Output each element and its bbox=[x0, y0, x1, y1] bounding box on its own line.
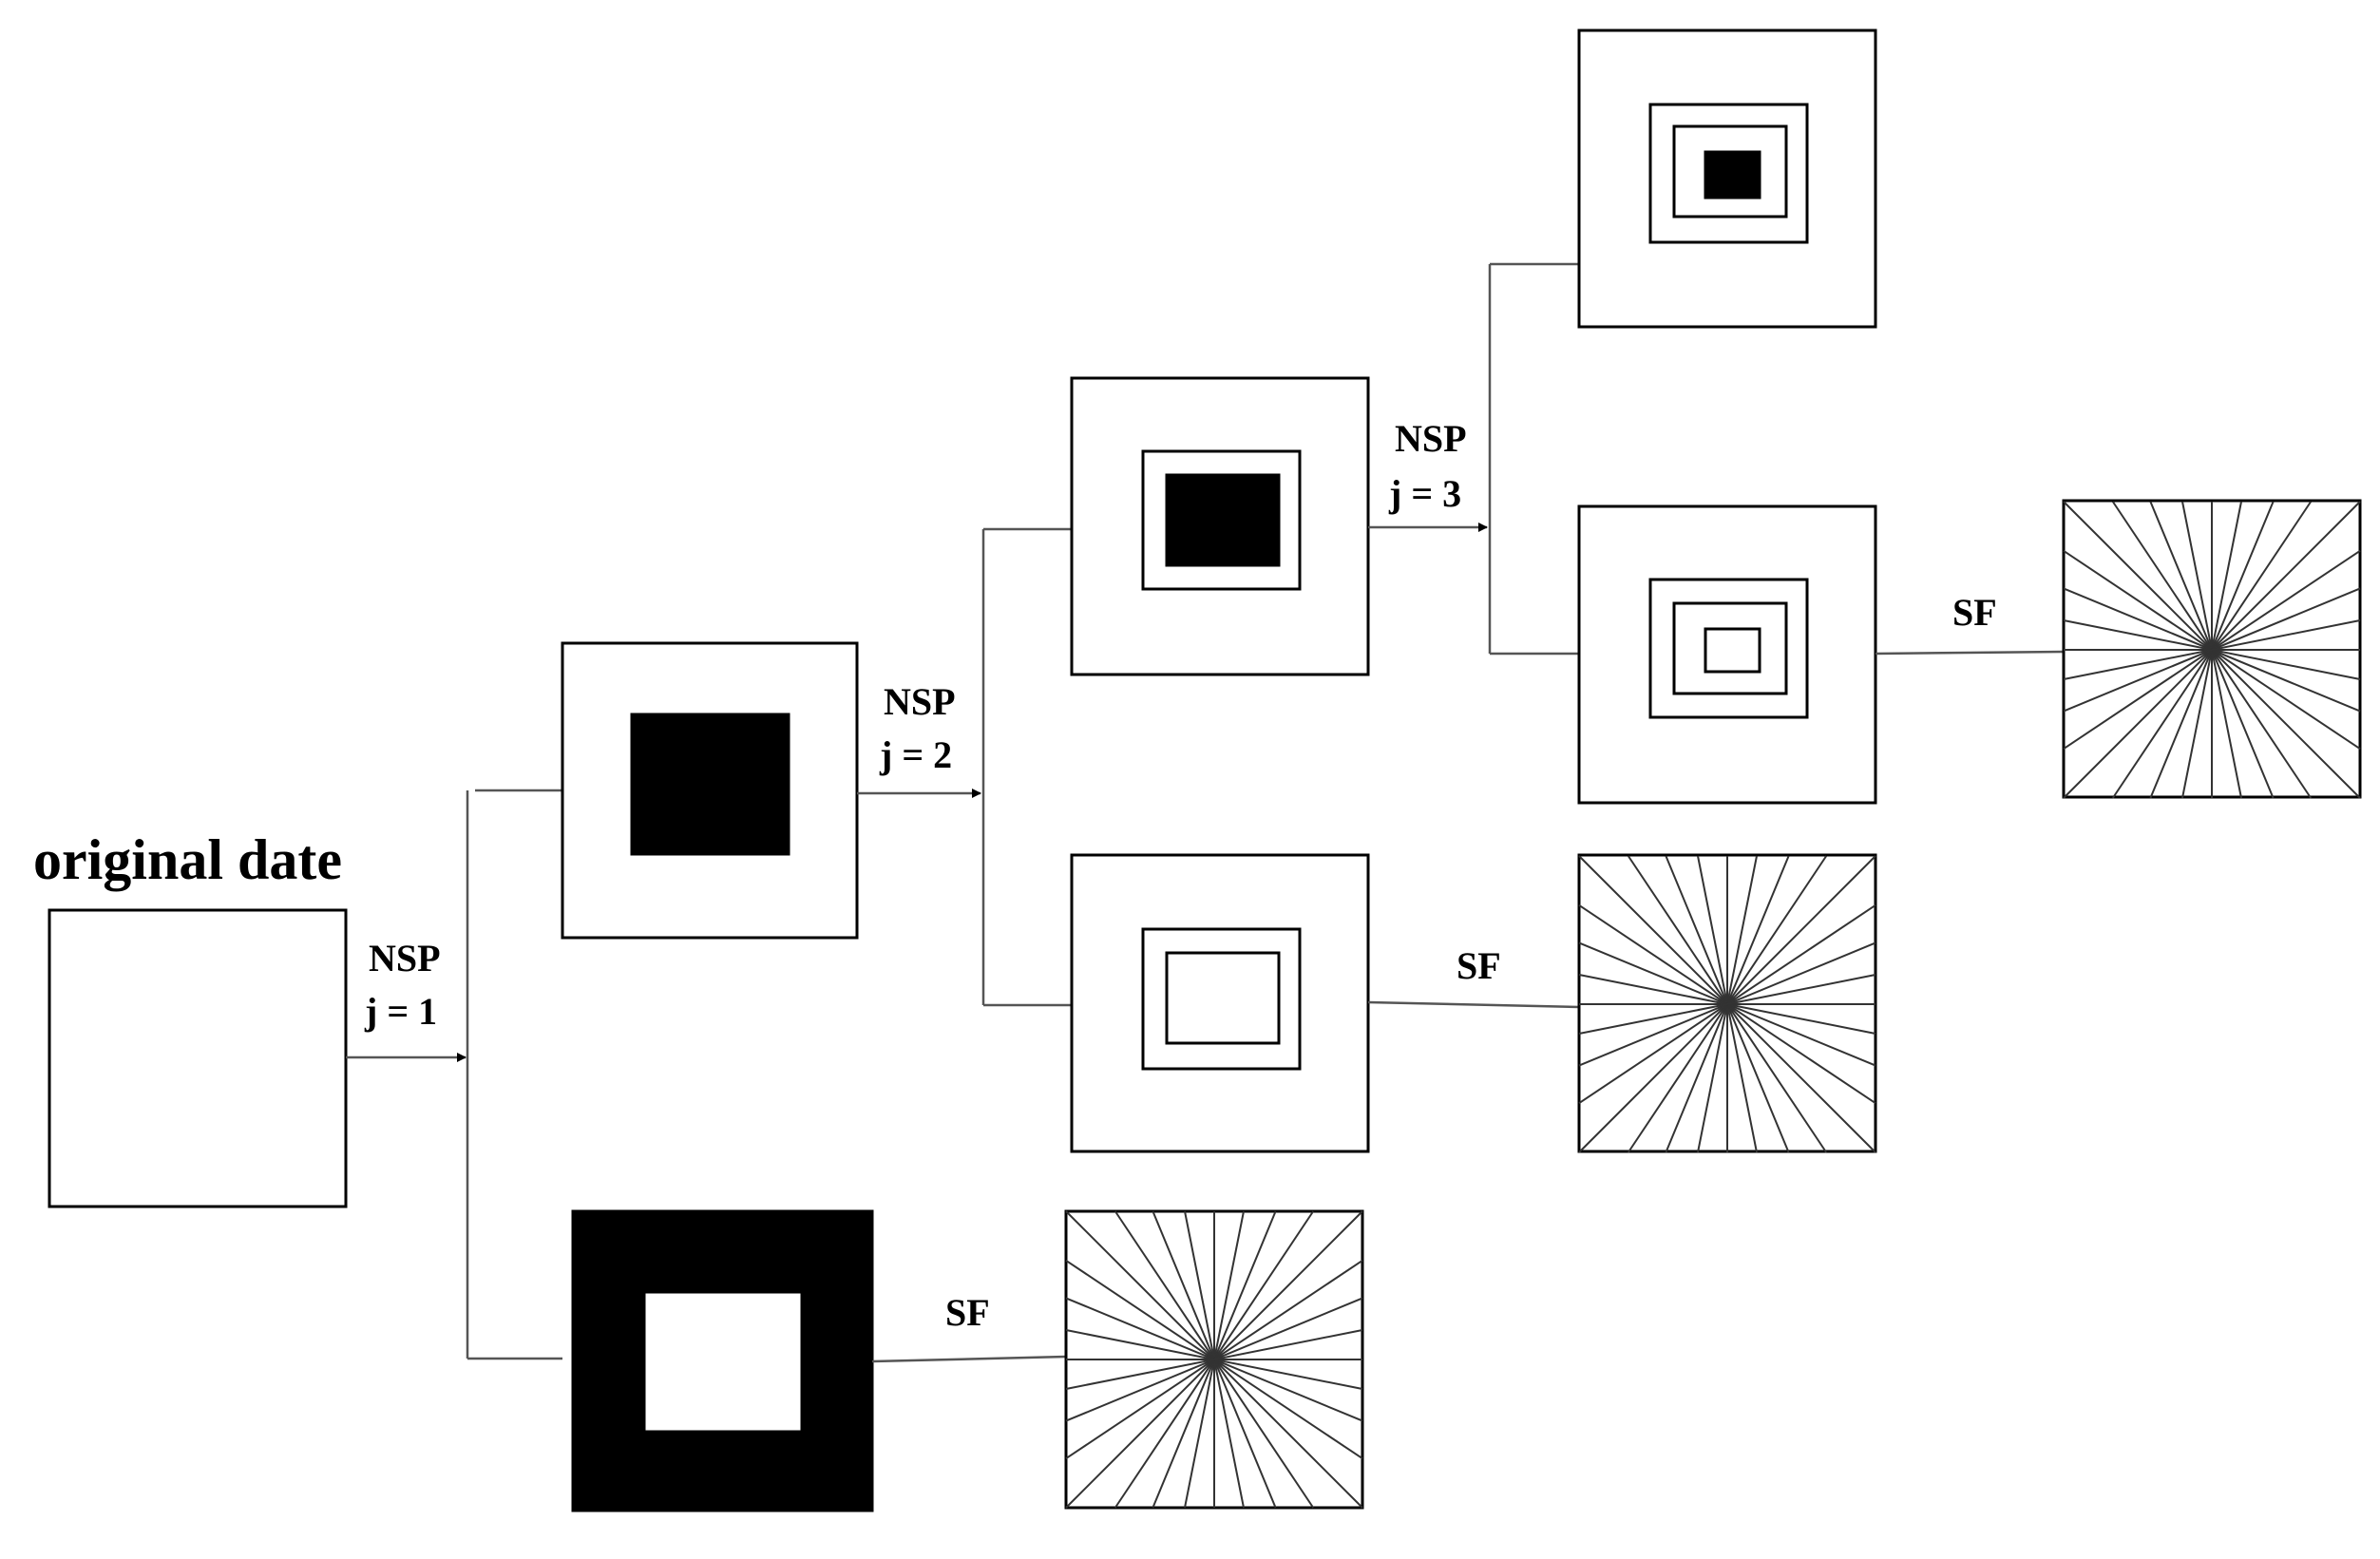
lowpass-core-level2 bbox=[1165, 473, 1281, 567]
direction-ray bbox=[2063, 619, 2361, 680]
directional-filter-box-2 bbox=[1577, 853, 1877, 1153]
sf-connector-2 bbox=[1367, 1000, 1580, 1009]
original-image-box bbox=[48, 908, 348, 1208]
level-label-j3: j = 3 bbox=[1388, 472, 1461, 515]
directional-filter-box-3 bbox=[2062, 499, 2362, 799]
highpass-frame-inner-level2 bbox=[1165, 951, 1281, 1045]
sf-connector-3 bbox=[1875, 650, 2065, 656]
sf-label-3: SF bbox=[1952, 591, 1997, 634]
highpass-hole-level1 bbox=[645, 1293, 801, 1431]
direction-ray bbox=[1578, 974, 1876, 1035]
lowpass-core-level1 bbox=[630, 713, 790, 856]
direction-ray bbox=[1065, 1329, 1363, 1390]
highpass-frame-inner-level3 bbox=[1704, 627, 1761, 674]
directional-filter-box-1 bbox=[1064, 1209, 1364, 1510]
nsp-label-3: NSP bbox=[1395, 417, 1467, 460]
original-data-title: original date bbox=[33, 828, 342, 891]
level-label-j2: j = 2 bbox=[879, 733, 952, 776]
highpass-frame-mid-level3 bbox=[1672, 601, 1788, 695]
nsp-label-2: NSP bbox=[884, 680, 956, 723]
level-label-j1: j = 1 bbox=[364, 990, 437, 1033]
sf-connector-1 bbox=[871, 1355, 1067, 1363]
nsp-label-1: NSP bbox=[369, 937, 441, 979]
sf-label-1: SF bbox=[945, 1291, 990, 1334]
lowpass-core-level3 bbox=[1704, 150, 1761, 200]
sf-label-2: SF bbox=[1457, 944, 1501, 987]
